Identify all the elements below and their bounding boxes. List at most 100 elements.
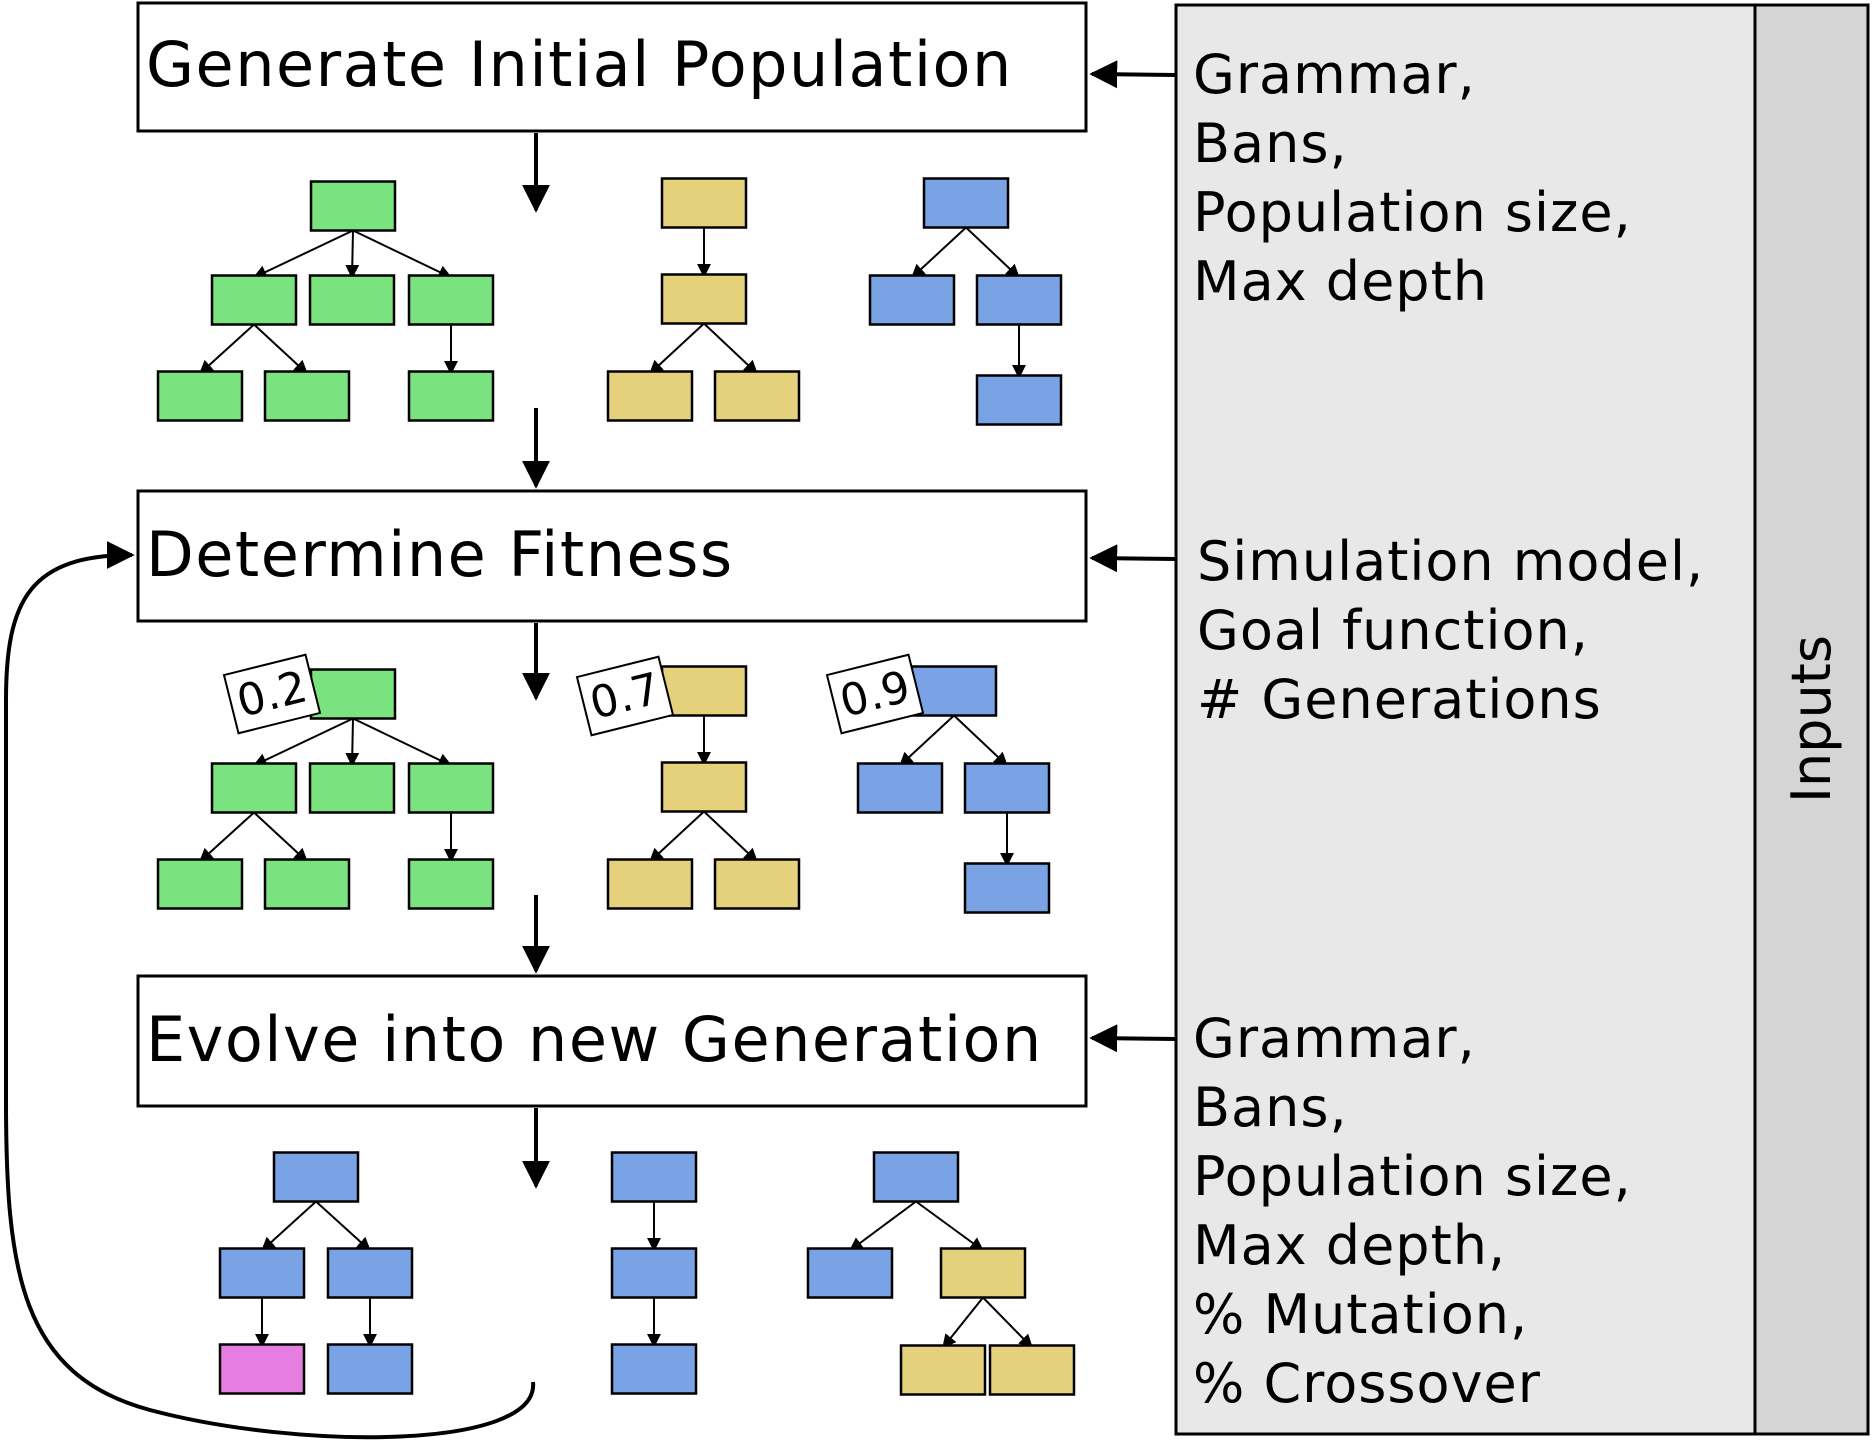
tree-node	[309, 668, 397, 720]
fitness-score-box	[575, 655, 675, 737]
tree-edge	[965, 226, 1021, 279]
tree-node	[308, 274, 396, 326]
tree-evaluated-yellow: 0.7	[575, 655, 801, 910]
tree-node	[806, 1247, 894, 1299]
tree-node	[713, 370, 801, 422]
tree-edge	[898, 714, 955, 767]
step-evolve-box	[136, 974, 1088, 1108]
tree-node	[963, 762, 1051, 814]
tree-node	[939, 1247, 1027, 1299]
tree-edge	[942, 1296, 984, 1349]
tree-node	[308, 762, 396, 814]
tree-node	[407, 762, 495, 814]
fitness-score-box	[222, 653, 322, 735]
inputs-panel: Inputs Grammar, Bans, Population size, M…	[1174, 3, 1870, 1436]
tree-node	[407, 370, 495, 422]
step-fitness-box	[136, 489, 1088, 623]
tree-node	[218, 1343, 306, 1395]
tree-node	[210, 274, 298, 326]
tree-node	[660, 761, 748, 813]
tree-node	[606, 858, 694, 910]
fitness-inputs-list: Simulation model, Goal function, # Gener…	[1197, 530, 1722, 731]
tree-edge	[260, 1200, 317, 1252]
tree-edge	[345, 718, 360, 767]
tree-node	[660, 273, 748, 325]
tree-edge	[953, 714, 1009, 767]
tree-node	[156, 370, 244, 422]
tree-edge	[252, 229, 354, 279]
step-evolve-label: Evolve into new Generation	[146, 1003, 1043, 1076]
tree-initial-green	[156, 180, 495, 422]
tree-edge	[252, 717, 354, 767]
tree-edge	[703, 810, 759, 863]
flow-arrows	[3, 133, 550, 1440]
tree-initial-blue	[868, 177, 1063, 426]
step-generate-box	[136, 1, 1088, 133]
input-arrow-fitness	[1089, 544, 1177, 573]
tree-node	[660, 665, 748, 717]
fitness-input-item: # Generations	[1197, 668, 1602, 731]
tree-edge	[648, 322, 705, 375]
generate-input-item: Bans,	[1193, 112, 1348, 175]
generate-input-item: Grammar,	[1193, 43, 1476, 106]
tree-node	[713, 858, 801, 910]
tree-node	[610, 1151, 698, 1203]
tree-node	[988, 1344, 1076, 1396]
tree-node	[872, 1151, 960, 1203]
tree-edge	[703, 322, 759, 375]
fitness-score-box	[825, 653, 925, 735]
tree-node	[963, 862, 1051, 914]
tree-edge	[910, 226, 967, 279]
evolve-input-item: Grammar,	[1193, 1007, 1476, 1070]
fitness-score-tag: 0.2	[222, 653, 322, 735]
tree-node	[975, 274, 1063, 326]
step-generate: Generate Initial Population	[136, 1, 1088, 133]
tree-node	[326, 1247, 414, 1299]
tree-edge	[982, 1296, 1033, 1349]
tree-evaluated-blue: 0.9	[825, 653, 1051, 914]
tree-edge	[198, 323, 255, 375]
tree-node	[407, 858, 495, 910]
tree-node	[309, 180, 397, 232]
tree-node	[407, 274, 495, 326]
tree-node	[263, 858, 351, 910]
tree-edge	[253, 323, 309, 375]
tree-node	[606, 370, 694, 422]
tree-node	[910, 665, 998, 717]
tree-node	[899, 1344, 987, 1396]
inputs-panel-strip	[1753, 3, 1870, 1436]
evolve-input-item: % Mutation,	[1193, 1283, 1528, 1346]
tree-evaluated-green: 0.2	[156, 653, 495, 910]
tree-edge	[915, 1200, 985, 1252]
tree-node	[856, 762, 944, 814]
tree-node	[326, 1343, 414, 1395]
tree-new-blue-a	[218, 1151, 414, 1395]
generate-input-item: Max depth	[1193, 250, 1488, 313]
evolve-inputs-list: Grammar, Bans, Population size, Max dept…	[1193, 1007, 1650, 1415]
tree-edge	[315, 1200, 372, 1252]
tree-node	[922, 177, 1010, 229]
step-fitness: Determine Fitness	[136, 489, 1088, 623]
generate-inputs-list: Grammar, Bans, Population size, Max dept…	[1193, 43, 1650, 313]
tree-new-blue-b	[610, 1151, 698, 1395]
tree-edge	[345, 230, 360, 279]
tree-edge	[198, 811, 255, 863]
evolve-input-item: Max depth,	[1193, 1214, 1506, 1277]
evolve-input-item: Population size,	[1193, 1145, 1632, 1208]
tree-node	[660, 177, 748, 229]
step-fitness-label: Determine Fitness	[146, 518, 734, 591]
tree-new-mixed	[806, 1151, 1076, 1396]
tree-node	[272, 1151, 360, 1203]
loop-back-arrow	[3, 541, 536, 1440]
generate-input-item: Population size,	[1193, 181, 1632, 244]
inputs-title: Inputs	[1780, 635, 1843, 803]
tree-node	[610, 1343, 698, 1395]
evolve-input-item: Bans,	[1193, 1076, 1348, 1139]
tree-node	[610, 1247, 698, 1299]
input-arrows	[1089, 60, 1177, 1053]
input-arrow-generate	[1089, 60, 1177, 89]
tree-initial-yellow	[606, 177, 801, 422]
tree-node	[210, 762, 298, 814]
step-generate-label: Generate Initial Population	[146, 28, 1013, 101]
